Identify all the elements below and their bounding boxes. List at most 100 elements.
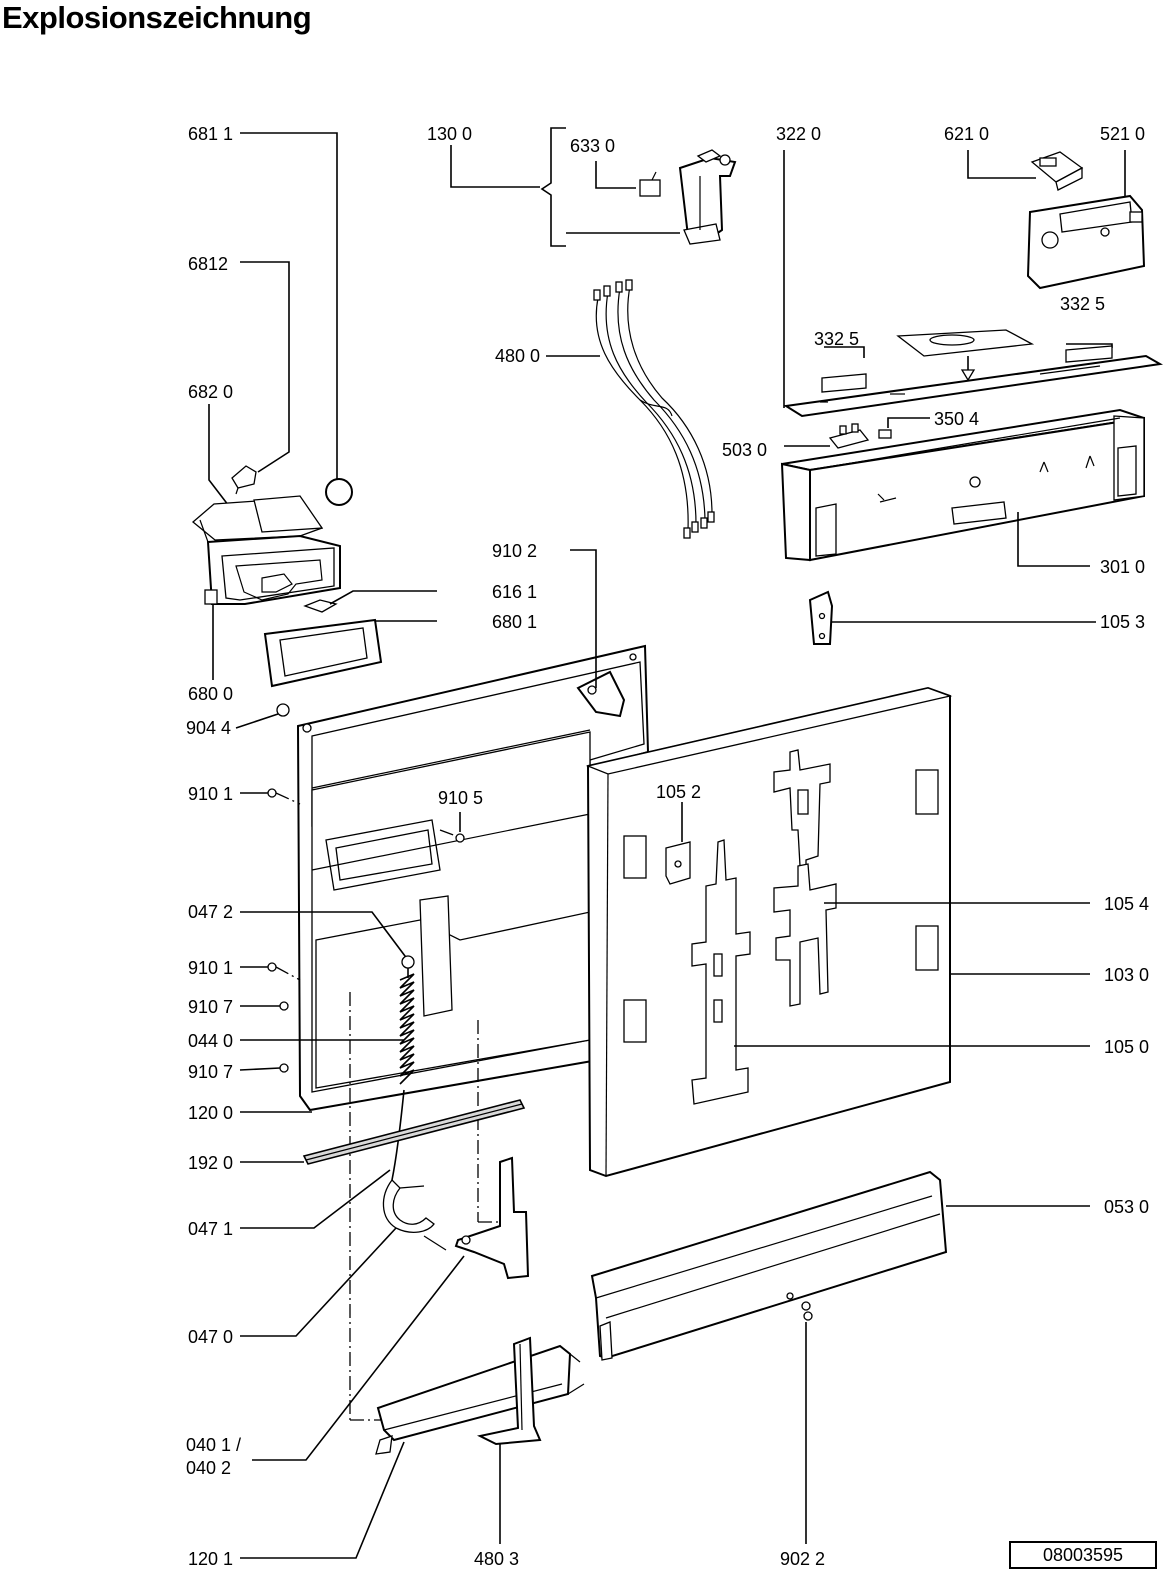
- label-3325-right: 332 5: [1060, 294, 1105, 314]
- door-spring-part: [391, 955, 415, 1181]
- label-4800: 480 0: [495, 346, 540, 366]
- clip-right-part: [1065, 345, 1113, 363]
- screw-9022-part: [801, 1301, 813, 1321]
- label-6811: 681 1: [188, 124, 233, 144]
- label-6800: 680 0: [188, 684, 233, 704]
- label-1201: 120 1: [188, 1549, 233, 1569]
- leader-6161: [329, 590, 437, 605]
- document-number-box: 08003595: [1009, 1541, 1157, 1569]
- door-hinge-bracket: [454, 1156, 530, 1280]
- hinge-bracket-part: [808, 590, 834, 645]
- label-5030: 503 0: [722, 440, 767, 460]
- screw-part-4: [279, 1063, 289, 1073]
- leader-6820: [208, 404, 233, 511]
- bottom-angle-bar: [590, 1170, 948, 1361]
- leader-0401: [252, 1255, 465, 1461]
- microswitch-part: [639, 171, 661, 197]
- leader-0471: [240, 1169, 391, 1229]
- label-1030: 103 0: [1104, 965, 1149, 985]
- small-latch-part: [303, 599, 338, 613]
- lock-bracket-part: [678, 149, 737, 245]
- label-9101b: 910 1: [188, 958, 233, 978]
- label-0472: 047 2: [188, 902, 233, 922]
- label-0471: 047 1: [188, 1219, 233, 1239]
- brand-label-plate: [896, 329, 1035, 382]
- screw-axis: [275, 792, 301, 805]
- label-6161: 616 1: [492, 582, 537, 602]
- label-1053: 105 3: [1100, 612, 1145, 632]
- screw-9105-axis: [439, 829, 457, 837]
- plinth-strip-part: [375, 1344, 585, 1455]
- switch-part: [828, 423, 870, 449]
- label-0470: 047 0: [188, 1327, 233, 1347]
- label-0401: 040 1 /: [186, 1435, 241, 1455]
- screw-9105-part: [455, 833, 465, 843]
- small-clip-part: [231, 465, 257, 495]
- label-1054: 105 4: [1104, 894, 1149, 914]
- label-1050: 105 0: [1104, 1037, 1149, 1057]
- leader-6812: [240, 261, 290, 473]
- label-9105: 910 5: [438, 788, 483, 808]
- label-6330: 633 0: [570, 136, 615, 156]
- spring-hook-part: [382, 1179, 447, 1251]
- leader-6210: [967, 150, 1036, 179]
- leader-3504: [887, 417, 930, 428]
- label-6820: 682 0: [188, 382, 233, 402]
- label-9107b: 910 7: [188, 1062, 233, 1082]
- electronic-module-part: [1026, 194, 1146, 290]
- label-0530: 053 0: [1104, 1197, 1149, 1217]
- nut-part: [276, 703, 290, 717]
- page-title: Explosionszeichnung: [2, 0, 312, 35]
- label-3010: 301 0: [1100, 557, 1145, 577]
- wiring-harness: [593, 279, 715, 539]
- label-6801: 680 1: [492, 612, 537, 632]
- label-6210: 621 0: [944, 124, 989, 144]
- label-9101a: 910 1: [188, 784, 233, 804]
- bracket-1300: [540, 127, 566, 247]
- leader-9102: [570, 549, 597, 688]
- small-contact-part: [878, 429, 892, 439]
- kickplate-bracket-part: [476, 1336, 542, 1446]
- screw-part-2: [267, 962, 277, 972]
- control-panel-strip: [783, 354, 1164, 418]
- label-6812: 6812: [188, 254, 228, 274]
- leader-0472: [240, 911, 409, 961]
- label-9102: 910 2: [492, 541, 537, 561]
- control-panel-housing: [780, 408, 1145, 562]
- leader-0470: [240, 1227, 397, 1337]
- label-3220: 322 0: [776, 124, 821, 144]
- handle-frame-gasket: [263, 618, 383, 688]
- hinge-part: [576, 670, 626, 718]
- leader-1201: [240, 1441, 405, 1559]
- label-3504: 350 4: [934, 409, 979, 429]
- label-1920: 192 0: [188, 1153, 233, 1173]
- label-1300: 130 0: [427, 124, 472, 144]
- selector-module-part: [1030, 151, 1084, 191]
- leader-6330: [595, 161, 636, 189]
- label-9044: 904 4: [186, 718, 231, 738]
- seal-strip-part: [302, 1099, 526, 1165]
- clip-left-part: [821, 373, 867, 393]
- leader-3325a: [824, 346, 865, 358]
- label-4803: 480 3: [474, 1549, 519, 1569]
- label-9022: 902 2: [780, 1549, 825, 1569]
- label-3325-left: 332 5: [814, 329, 859, 349]
- leader-3010: [1017, 512, 1090, 567]
- label-9107a: 910 7: [188, 997, 233, 1017]
- screw-part: [267, 788, 277, 798]
- label-5210: 521 0: [1100, 124, 1145, 144]
- label-1200: 120 0: [188, 1103, 233, 1123]
- leader-6811: [240, 132, 338, 480]
- label-1052: 105 2: [656, 782, 701, 802]
- leader-9107b: [239, 1067, 281, 1071]
- screw-part-3: [279, 1001, 289, 1011]
- leader-9044: [235, 713, 279, 729]
- round-cap-part: [325, 478, 353, 506]
- leader-1300: [450, 145, 540, 188]
- door-handle-assembly: [191, 495, 341, 605]
- screw-axis-2: [275, 966, 301, 981]
- outer-door-panel: [585, 686, 953, 1178]
- label-0402: 040 2: [186, 1458, 231, 1478]
- label-0440: 044 0: [188, 1031, 233, 1051]
